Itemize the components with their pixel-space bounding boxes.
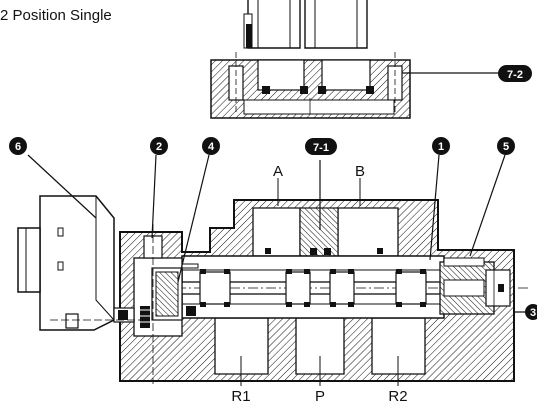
solenoid-housing xyxy=(39,195,115,331)
callout-1: 1 xyxy=(432,137,450,155)
callout-1-label: 1 xyxy=(438,141,444,153)
callout-7-1-label: 7-1 xyxy=(313,142,329,154)
valve-body xyxy=(17,154,532,386)
port-label-r1: R1 xyxy=(231,388,250,405)
port-insert xyxy=(299,207,339,257)
callout-5-label: 5 xyxy=(503,141,509,153)
port-label-p: P xyxy=(315,388,325,405)
callout-4: 4 xyxy=(202,137,220,155)
callout-2: 2 xyxy=(150,137,168,155)
port-label-a: A xyxy=(273,163,283,180)
fitting-right xyxy=(304,0,368,49)
port-label-r2: R2 xyxy=(388,388,407,405)
callout-7-2-label: 7-2 xyxy=(507,69,523,81)
callout-3-label: 3 xyxy=(530,307,536,319)
callout-5: 5 xyxy=(497,137,515,155)
callout-3: 3 xyxy=(525,304,537,320)
callout-7-2: 7-2 xyxy=(498,65,532,82)
callout-4-label: 4 xyxy=(208,141,215,153)
callout-6-label: 6 xyxy=(15,141,21,153)
diagram-title: 2 Position Single xyxy=(0,7,112,24)
port-label-b: B xyxy=(355,163,365,180)
callout-6: 6 xyxy=(9,137,27,155)
fitting-left xyxy=(247,0,301,49)
callout-7-1: 7-1 xyxy=(305,138,337,155)
top-inset xyxy=(210,0,498,119)
callout-2-label: 2 xyxy=(156,141,162,153)
